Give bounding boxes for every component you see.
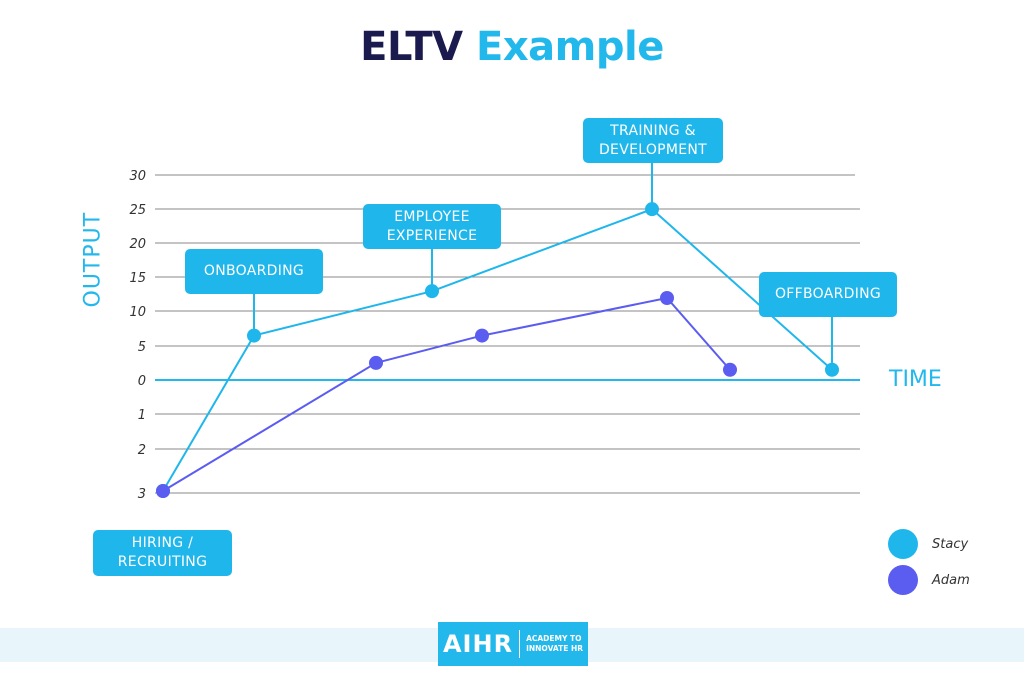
legend-marker-stacy [888, 529, 918, 559]
y-tick-label: 25 [129, 203, 146, 218]
callout-offboarding: OFFBOARDING [759, 272, 897, 317]
legend-item-stacy: Stacy [888, 529, 968, 559]
series-line-adam [162, 296, 731, 492]
y-tick-label: 3 [138, 487, 146, 502]
y-tick-label: 30 [129, 169, 146, 184]
y-tick-label: 20 [129, 237, 146, 252]
y-tick-label: 15 [129, 271, 146, 286]
y-tick-label: 10 [129, 305, 146, 320]
callout-onboarding: ONBOARDING [185, 249, 323, 294]
data-point-adam [723, 362, 737, 377]
aihr-logo: AIHR ACADEMY TO INNOVATE HR [438, 622, 588, 666]
data-point-stacy [825, 362, 839, 377]
x-axis-label: TIME [889, 367, 942, 392]
data-point-adam [660, 291, 674, 305]
logo-divider [519, 630, 521, 658]
data-point-stacy [645, 202, 659, 217]
chart-title: ELTV Example [0, 24, 1024, 70]
legend-marker-adam [888, 565, 918, 595]
title-part-2: Example [476, 24, 664, 70]
logo-wordmark: AIHR [442, 630, 514, 658]
legend-item-adam: Adam [888, 565, 970, 595]
logo-tagline: ACADEMY TO INNOVATE HR [526, 634, 584, 653]
y-tick-label: 2 [138, 443, 146, 458]
callout-training-development: TRAINING & DEVELOPMENT [583, 118, 723, 163]
legend-label-stacy: Stacy [932, 536, 969, 552]
y-tick-label: 1 [138, 408, 146, 423]
legend-label-adam: Adam [932, 572, 970, 588]
y-tick-label: 5 [138, 340, 146, 355]
y-tick-label: 0 [138, 374, 146, 389]
title-part-1: ELTV [360, 24, 463, 70]
callout-employee-experience: EMPLOYEE EXPERIENCE [363, 204, 501, 249]
data-point-adam [369, 355, 383, 370]
data-point-adam [475, 328, 489, 343]
data-point-stacy [247, 328, 261, 343]
data-point-adam [156, 484, 170, 498]
callout-hiring-recruiting: HIRING / RECRUITING [93, 530, 232, 576]
data-point-stacy [425, 284, 439, 299]
y-axis-label: OUTPUT [80, 211, 106, 308]
